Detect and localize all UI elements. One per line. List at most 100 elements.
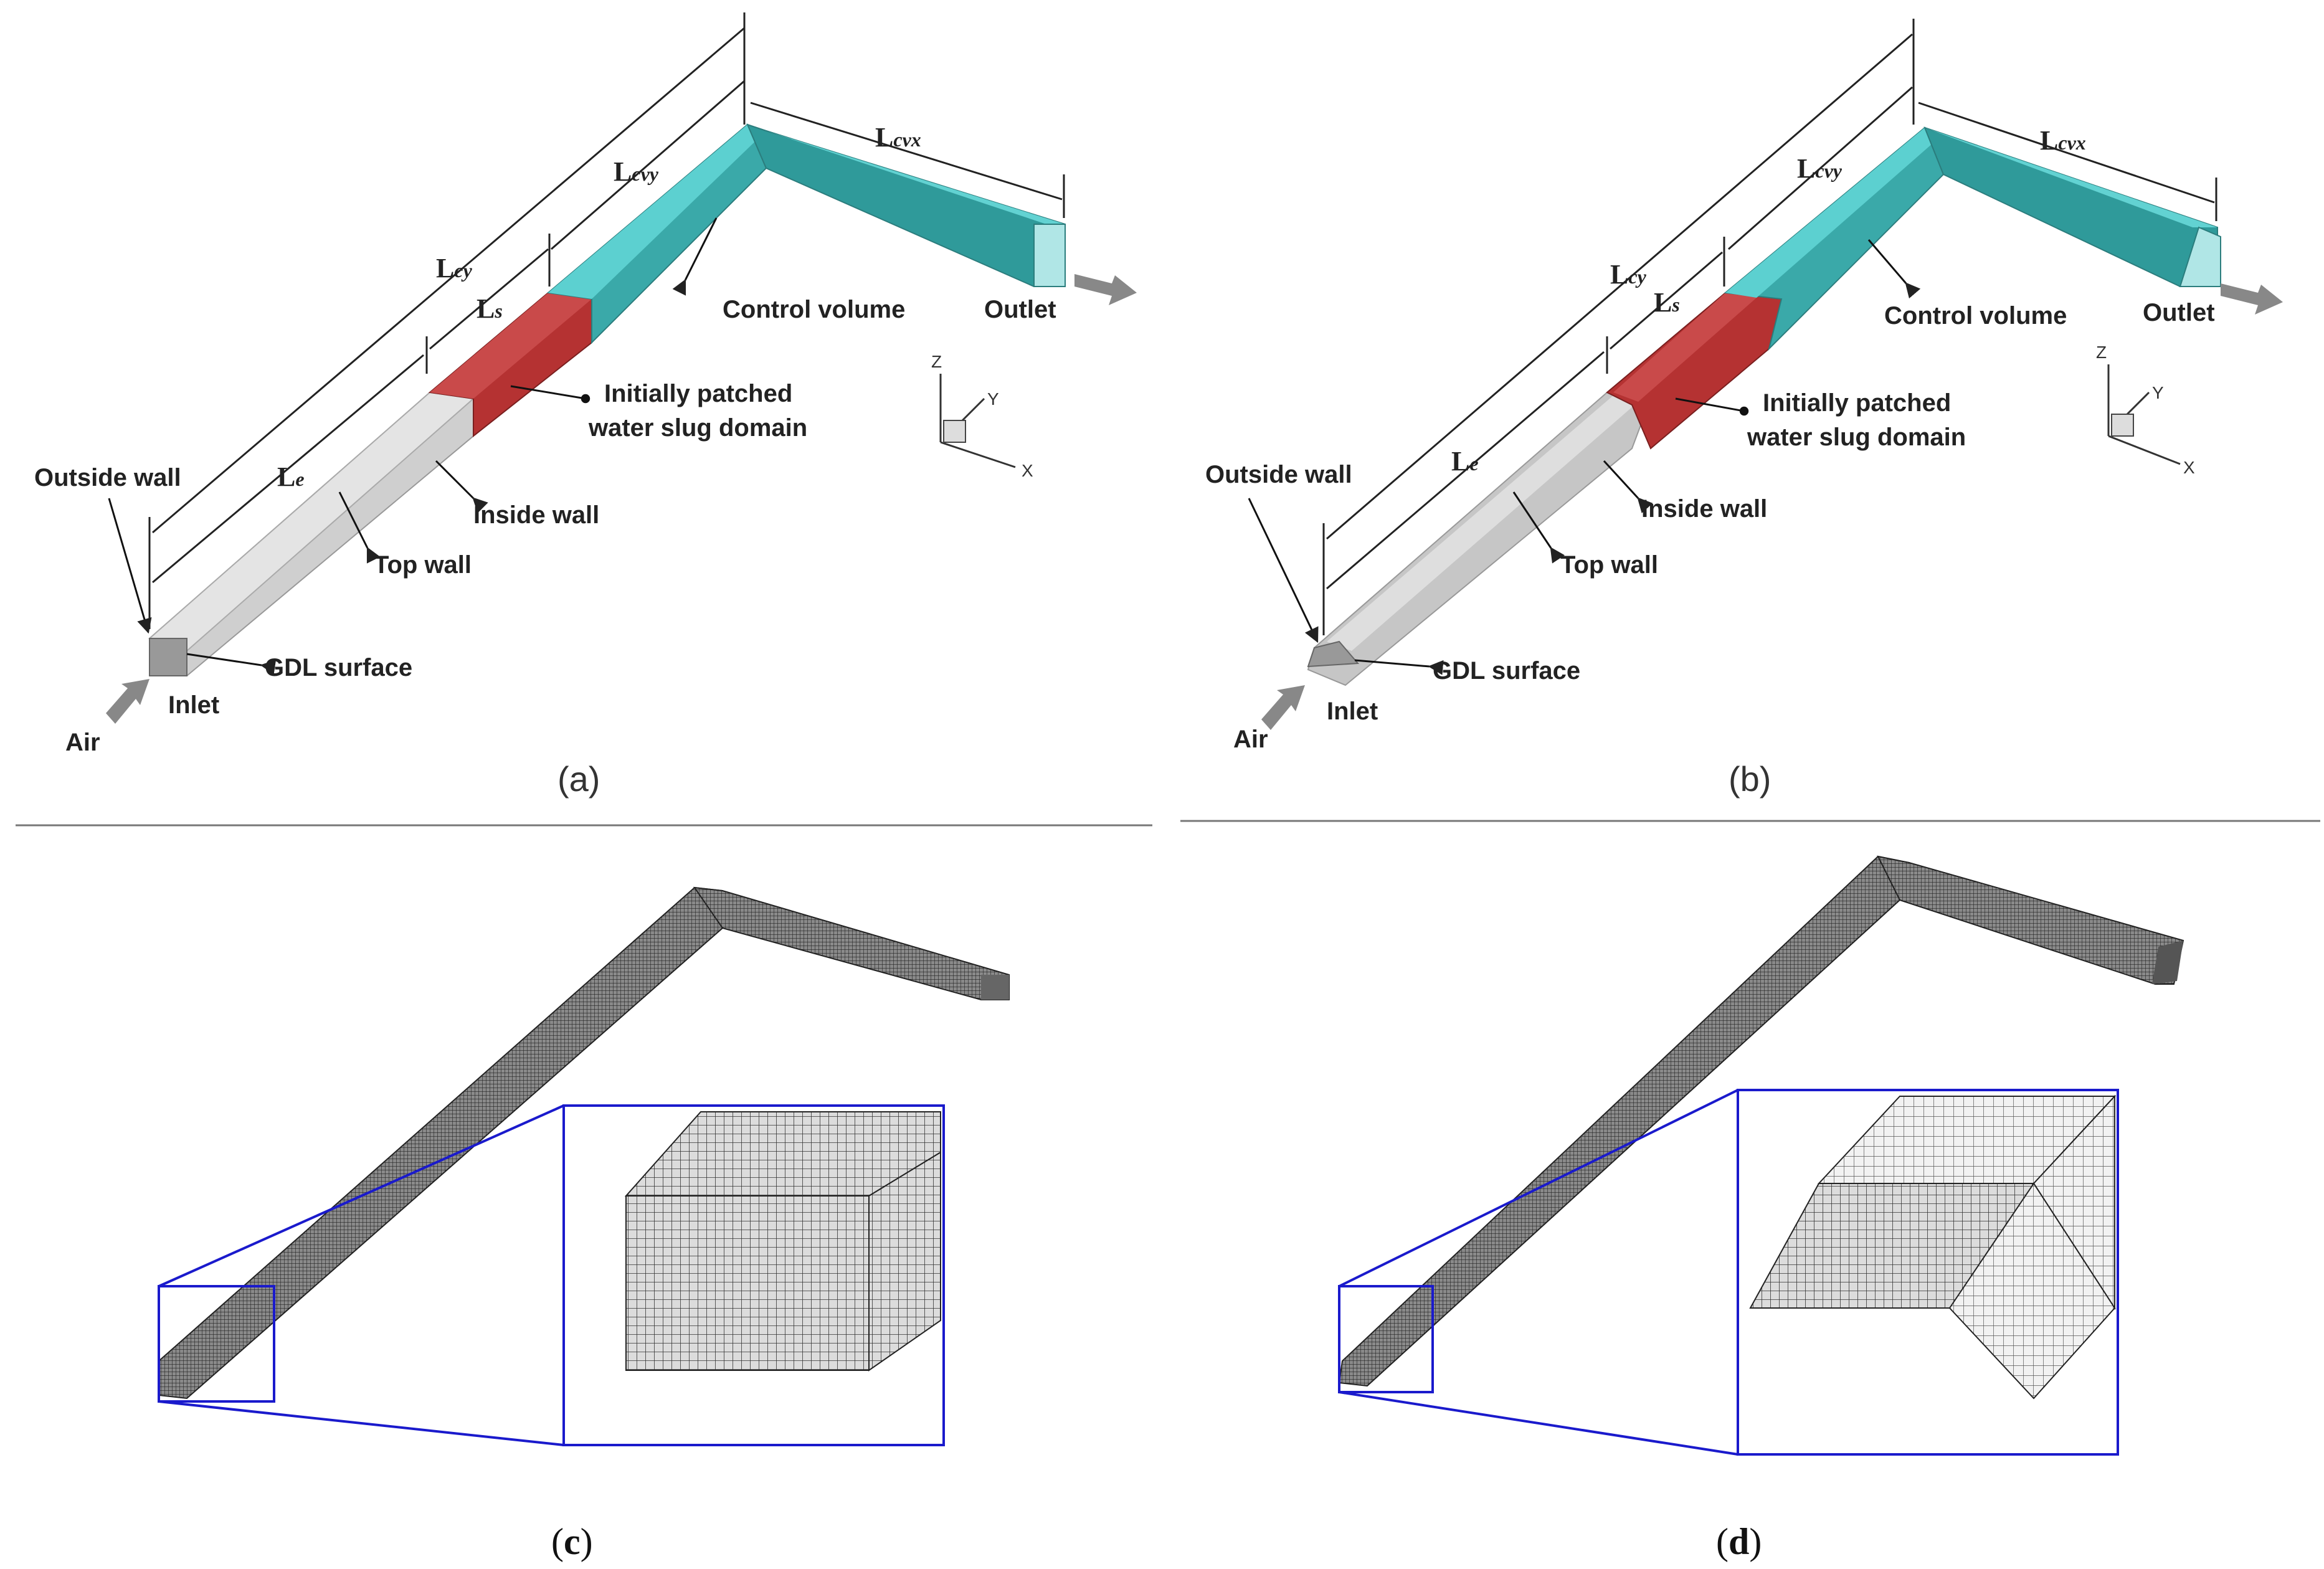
dim-lcy-line — [152, 27, 745, 534]
zoom-inset-frame — [1737, 1089, 2119, 1456]
label-patched-1: Initially patched — [604, 380, 792, 407]
outlet-face — [1033, 224, 1066, 287]
water-slug-top — [1613, 293, 1757, 402]
label-top-wall: Top wall — [374, 551, 472, 579]
label-le: Le — [1451, 446, 1479, 476]
zoom-connector-bottom — [158, 1400, 564, 1446]
lcvx-subscript: cvx — [893, 128, 921, 151]
label-inlet: Inlet — [168, 691, 219, 719]
axis-y-label: Y — [2152, 383, 2164, 402]
caption-c-close: ) — [581, 1521, 593, 1562]
dim-lcvx-line — [750, 102, 1063, 201]
label-inside-wall: Inside wall — [1641, 495, 1767, 523]
mesh-channel-x-leg — [693, 886, 1010, 1000]
leader-inside-wall — [435, 460, 488, 513]
label-lcvy: Lcvy — [614, 156, 659, 187]
lcvy-subscript: cvy — [1815, 159, 1842, 182]
mesh-outlet-face — [981, 975, 1009, 1000]
label-outlet: Outlet — [984, 296, 1056, 323]
lcvx-symbol: L — [875, 122, 893, 153]
air-inlet-arrow — [106, 679, 149, 724]
leader-control-volume — [1867, 239, 1921, 299]
mesh-outlet-face — [2152, 941, 2183, 984]
label-lcvx: Lcvx — [875, 122, 921, 153]
caption-c-letter: c — [564, 1521, 581, 1562]
label-le: Le — [277, 462, 305, 492]
lcy-symbol: L — [1610, 259, 1628, 290]
ls-subscript: s — [1671, 293, 1679, 316]
caption-c: (c) — [551, 1521, 593, 1562]
leader-outside-wall — [108, 498, 152, 634]
label-patched-2: water slug domain — [1747, 424, 1966, 451]
outlet-flow-arrow — [2221, 283, 2283, 315]
lcy-subscript: cy — [454, 259, 472, 282]
dim-lcvx-line — [1918, 102, 2215, 204]
caption-a: (a) — [557, 759, 600, 799]
caption-c-open: ( — [551, 1521, 564, 1562]
control-volume-y-top — [1725, 128, 1943, 298]
zoom-connector-bottom — [1339, 1391, 1738, 1456]
label-ls: Ls — [477, 293, 503, 324]
leader-gdl-surface — [1354, 659, 1444, 675]
le-subscript: e — [295, 468, 304, 490]
lcvy-symbol: L — [614, 156, 632, 187]
leader-water-slug — [1675, 397, 1749, 416]
label-top-wall: Top wall — [1560, 551, 1658, 579]
inlet-face — [1307, 640, 1360, 668]
label-control-volume: Control volume — [723, 296, 905, 323]
leader-gdl-surface — [186, 653, 277, 675]
panel-c: (c) — [158, 886, 1010, 1562]
label-gdl-surface: GDL surface — [1433, 657, 1580, 685]
lcvy-subscript: cvy — [632, 163, 658, 185]
axis-triad: Z Y X — [2096, 343, 2195, 477]
panel-d: (d) — [1338, 855, 2184, 1562]
dim-ls-line — [1610, 251, 1723, 350]
axis-triad: Z Y X — [931, 352, 1033, 480]
air-inlet-arrow — [1261, 685, 1305, 730]
zoom-connector-top — [158, 1104, 564, 1287]
inlet-face — [149, 638, 187, 676]
label-patched-2: water slug domain — [588, 414, 807, 442]
label-air: Air — [1233, 726, 1268, 753]
channel-top-face — [148, 391, 475, 652]
ls-symbol: L — [477, 293, 495, 324]
lcvx-symbol: L — [2040, 125, 2058, 156]
caption-d-close: ) — [1749, 1521, 1762, 1562]
label-lcy: Lcy — [1610, 259, 1647, 290]
ls-subscript: s — [494, 300, 502, 322]
lcvx-subscript: cvx — [2058, 131, 2085, 154]
le-symbol: L — [1451, 446, 1469, 476]
zoom-mesh-side — [868, 1151, 941, 1372]
outlet-flow-arrow — [1074, 274, 1137, 305]
caption-d-letter: d — [1729, 1521, 1749, 1562]
dim-lcvy-line — [551, 80, 745, 250]
control-volume-y-top — [548, 125, 766, 299]
label-air: Air — [65, 729, 100, 756]
dim-le-line — [152, 354, 424, 584]
label-lcy: Lcy — [436, 253, 473, 283]
caption-b: (b) — [1729, 759, 1771, 799]
caption-d: (d) — [1716, 1521, 1762, 1562]
zoom-source-box — [1338, 1285, 1434, 1393]
label-inside-wall: Inside wall — [473, 501, 599, 529]
le-subscript: e — [1469, 452, 1478, 475]
leader-water-slug — [510, 385, 590, 404]
label-lcvy: Lcvy — [1797, 153, 1843, 184]
label-outside-wall: Outside wall — [34, 464, 181, 491]
leader-control-volume — [672, 217, 718, 296]
axis-x-label: X — [1022, 461, 1033, 480]
dim-le-line — [1326, 351, 1605, 590]
label-outlet: Outlet — [2143, 299, 2215, 326]
axis-x-label: X — [2183, 458, 2195, 477]
zoom-connector-top — [1339, 1089, 1738, 1287]
label-patched-1: Initially patched — [1763, 389, 1951, 417]
axis-z-label: Z — [2096, 343, 2107, 362]
panel-b: Outside wall Le Ls Lcy Lcvy Lcvx Control… — [1205, 19, 2283, 799]
le-symbol: L — [277, 462, 295, 492]
leader-top-wall — [338, 491, 381, 564]
label-lcvx: Lcvx — [2040, 125, 2086, 156]
lcy-subscript: cy — [1628, 265, 1646, 288]
leader-inside-wall — [1603, 460, 1653, 514]
dim-ls-line — [429, 248, 549, 350]
